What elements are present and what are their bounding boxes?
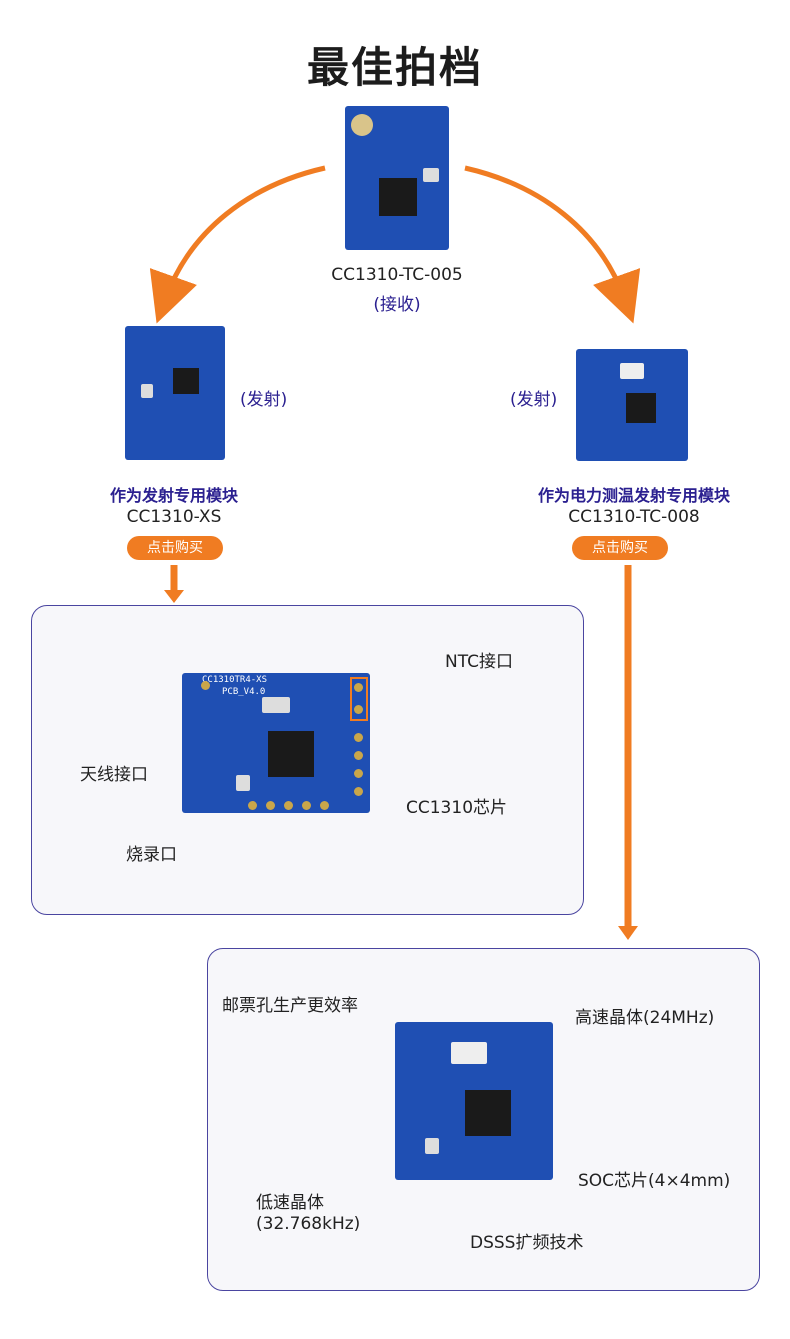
left-module-name: CC1310-XS — [126, 507, 222, 527]
crystal — [620, 363, 644, 379]
board-silk-model: CC1310TR4-XS — [202, 675, 268, 685]
label-soc-chip: SOC芯片(4×4mm) — [578, 1171, 731, 1191]
label-low-speed-crystal: 低速晶体 — [256, 1193, 324, 1213]
buy-button-cc1310-xs[interactable]: 点击购买 — [127, 536, 223, 560]
soc-chip — [465, 1090, 511, 1136]
label-burn-port: 烧录口 — [126, 845, 177, 865]
right-module-role: (发射) — [510, 390, 558, 410]
chip — [626, 393, 656, 423]
right-module-desc: 作为电力测温发射专用模块 — [537, 486, 730, 505]
board-cc1310-tc-008 — [395, 1022, 553, 1180]
right-module-name: CC1310-TC-008 — [568, 507, 700, 527]
label-stamp-holes: 邮票孔生产更效率 — [222, 996, 358, 1016]
small-crystal — [236, 775, 250, 791]
chip — [379, 178, 417, 216]
cc1310-chip — [268, 731, 314, 777]
arrow-to-right-module — [464, 165, 641, 324]
chip — [173, 368, 199, 394]
page-title: 最佳拍档 — [306, 43, 483, 92]
label-cc1310-chip: CC1310芯片 — [406, 798, 508, 818]
label-dsss: DSSS扩频技术 — [470, 1233, 584, 1253]
left-module-desc: 作为发射专用模块 — [109, 486, 238, 505]
board-cc1310-xs: CC1310TR4-XS PCB_V4.0 — [182, 673, 370, 813]
buy-button-cc1310-tc-008[interactable]: 点击购买 — [572, 536, 668, 560]
top-module-role: (接收) — [373, 295, 421, 315]
label-high-speed-crystal: 高速晶体(24MHz) — [575, 1008, 715, 1028]
top-module-name: CC1310-TC-005 — [331, 265, 463, 285]
label-low-speed-crystal-freq: (32.768kHz) — [256, 1214, 361, 1234]
ntc-connector — [350, 677, 368, 721]
crystal — [423, 168, 439, 182]
high-speed-crystal — [451, 1042, 487, 1064]
low-speed-crystal — [425, 1138, 439, 1154]
left-module-role: (发射) — [240, 390, 288, 410]
board-silk-version: PCB_V4.0 — [222, 687, 266, 697]
arrow-to-left-module — [149, 165, 326, 324]
antenna-connector — [351, 114, 373, 136]
label-antenna-interface: 天线接口 — [80, 765, 148, 785]
label-ntc-interface: NTC接口 — [445, 652, 513, 672]
antenna-pad — [201, 681, 210, 690]
module-image-cc1310-tc-008 — [576, 349, 688, 461]
module-image-cc1310-tc-005 — [345, 106, 449, 250]
crystal — [141, 384, 153, 398]
crystal — [262, 697, 290, 713]
module-image-cc1310-xs — [125, 326, 225, 460]
